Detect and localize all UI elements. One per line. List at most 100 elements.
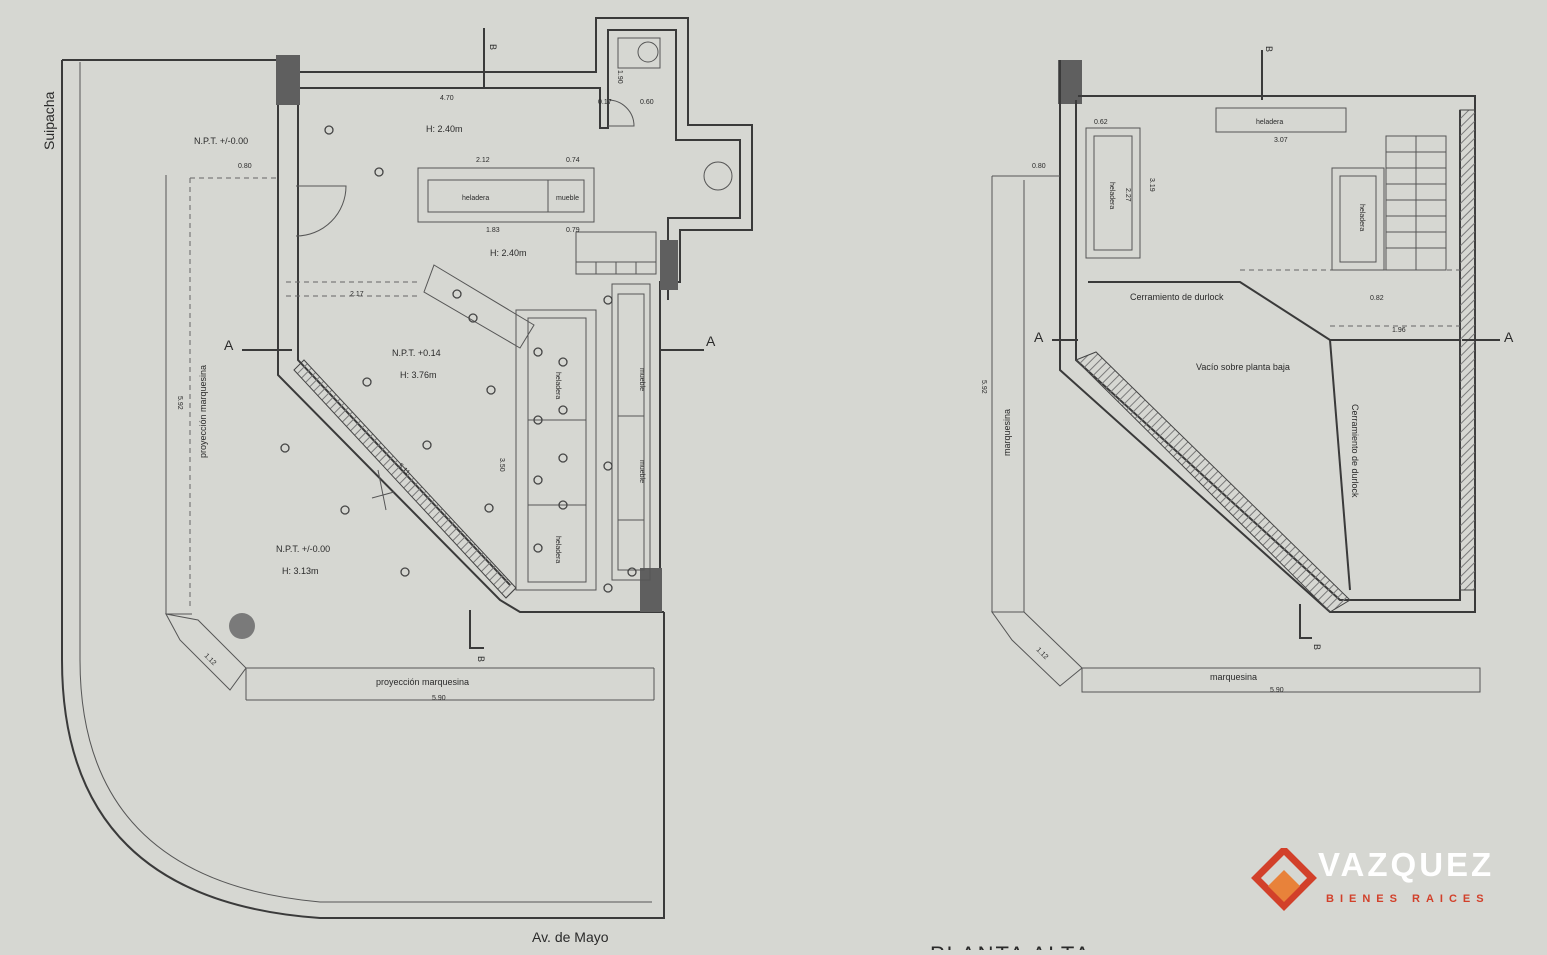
lamp: [374, 167, 384, 177]
upper-shelf-top: [1215, 107, 1347, 133]
dim-080: 0.80: [238, 163, 252, 170]
bath-fixture-wc: [617, 37, 661, 69]
right-shelf: [515, 309, 597, 591]
bath-fixture-basin-2: [703, 161, 733, 191]
lot-boundary: [61, 59, 665, 919]
house-diamond-icon: [1251, 845, 1317, 911]
wall-west-inner: [297, 105, 511, 586]
upper-dim-590: 5.90: [1270, 687, 1284, 694]
right-shelf-dividers: [528, 419, 586, 506]
section-b-bottom: B: [476, 656, 486, 662]
door-arc-bath: [607, 99, 635, 127]
stair-lower: [575, 231, 657, 275]
furniture-label: heladera: [554, 372, 561, 399]
canopy-side-label: proyección marquesina: [198, 365, 208, 458]
wall-corner-nw-upper: [1058, 60, 1082, 104]
upper-note-void: Vacío sobre planta baja: [1196, 362, 1290, 372]
lamp: [558, 357, 568, 367]
upper-section-a-right-label: A: [1504, 329, 1514, 345]
lamp-group: [280, 125, 637, 593]
lamp: [324, 125, 334, 135]
upper-furniture-label: heladera: [1358, 204, 1365, 231]
lamp: [452, 289, 462, 299]
lamp: [486, 385, 496, 395]
lamp: [422, 440, 432, 450]
door-arc-entry: [295, 185, 347, 237]
street-front-label: Av. de Mayo: [532, 929, 609, 945]
lamp: [362, 377, 372, 387]
upper-section-b-top-label: B: [1264, 46, 1274, 52]
ground-floor-plan: Suipacha Av. de Mayo A A B B N.P.T. +/-0…: [41, 17, 753, 945]
section-cut-diag: [371, 469, 395, 511]
dim-183: 1.83: [486, 227, 500, 234]
lamp: [627, 567, 637, 577]
brand-tagline: BIENES RAICES: [1326, 893, 1490, 905]
upper-east-wall: [1459, 109, 1476, 591]
lamp: [558, 453, 568, 463]
wall-north: [300, 17, 753, 610]
h-top: H: 2.40m: [426, 124, 463, 134]
furniture-label: heladera: [554, 536, 561, 563]
upper-canopy-corner: [991, 611, 1083, 687]
lamp: [558, 405, 568, 415]
npt-mid: N.P.T. +0.14: [392, 348, 441, 358]
upper-shelf-right: [1331, 167, 1385, 271]
counter-top: [417, 167, 595, 223]
dim-212: 2.12: [476, 157, 490, 164]
upper-dim-307: 3.07: [1274, 137, 1288, 144]
upper-note-closure: Cerramiento de durlock: [1130, 292, 1224, 302]
upper-shelf-left: [1085, 127, 1141, 259]
upper-canopy-front-label: marquesina: [1210, 672, 1257, 682]
wall-shelf-dividers: [618, 415, 644, 521]
lot-boundary-inner: [79, 62, 652, 903]
npt-top: N.P.T. +/-0.00: [194, 136, 248, 146]
lamp: [603, 583, 613, 593]
canopy-front-label: proyección marquesina: [376, 677, 469, 687]
canopy-corner: [165, 613, 247, 691]
npt-front: N.P.T. +/-0.00: [276, 544, 330, 554]
wall-pillar-ne: [660, 240, 678, 290]
furniture-label: mueble: [556, 195, 579, 202]
dim-590: 5.90: [432, 695, 446, 702]
upper-canopy-side-label: marquesina: [1002, 409, 1012, 456]
lamp: [533, 415, 543, 425]
lamp: [400, 567, 410, 577]
lamp: [603, 461, 613, 471]
dim-074: 0.74: [566, 157, 580, 164]
section-a-right: A: [706, 333, 716, 349]
diagonal-counter: [423, 264, 535, 349]
dim-190: 1.90: [616, 70, 623, 84]
furniture-label: mueble: [638, 368, 645, 391]
upper-canopy-side: [991, 175, 1060, 613]
upper-furniture-label: heladera: [1256, 119, 1283, 126]
dim-350: 3.50: [498, 458, 505, 472]
dim-470: 4.70: [440, 95, 454, 102]
section-b-top: B: [488, 44, 498, 50]
upper-note-closure-2: Cerramiento de durlock: [1350, 404, 1360, 498]
lamp: [558, 500, 568, 510]
dim-017: 0.17: [598, 99, 612, 106]
lamp: [533, 347, 543, 357]
column-circle: [229, 613, 255, 639]
upper-stair: [1385, 135, 1447, 271]
dim-592: 5.92: [176, 396, 183, 410]
upper-wall-outer: [1059, 60, 1476, 613]
h-main: H: 3.76m: [400, 370, 437, 380]
lamp: [280, 443, 290, 453]
upper-section-a-left-label: A: [1034, 329, 1044, 345]
upper-closure-right: [1329, 339, 1351, 591]
lamp: [468, 313, 478, 323]
upper-dim-227: 2.27: [1124, 188, 1131, 202]
upper-dim-062: 0.62: [1094, 119, 1108, 126]
dim-079: 0.79: [566, 227, 580, 234]
canopy-front-outline: [245, 667, 655, 701]
upper-dim-112: 1.12: [1035, 646, 1050, 661]
dim-217: 2.17: [350, 291, 364, 298]
upper-plan-title: PLANTA ALTA: [930, 942, 1091, 950]
wall-west: [277, 105, 664, 613]
h-front: H: 3.13m: [282, 566, 319, 576]
wall-pillar-se: [640, 568, 662, 612]
section-a-left: A: [224, 337, 234, 353]
